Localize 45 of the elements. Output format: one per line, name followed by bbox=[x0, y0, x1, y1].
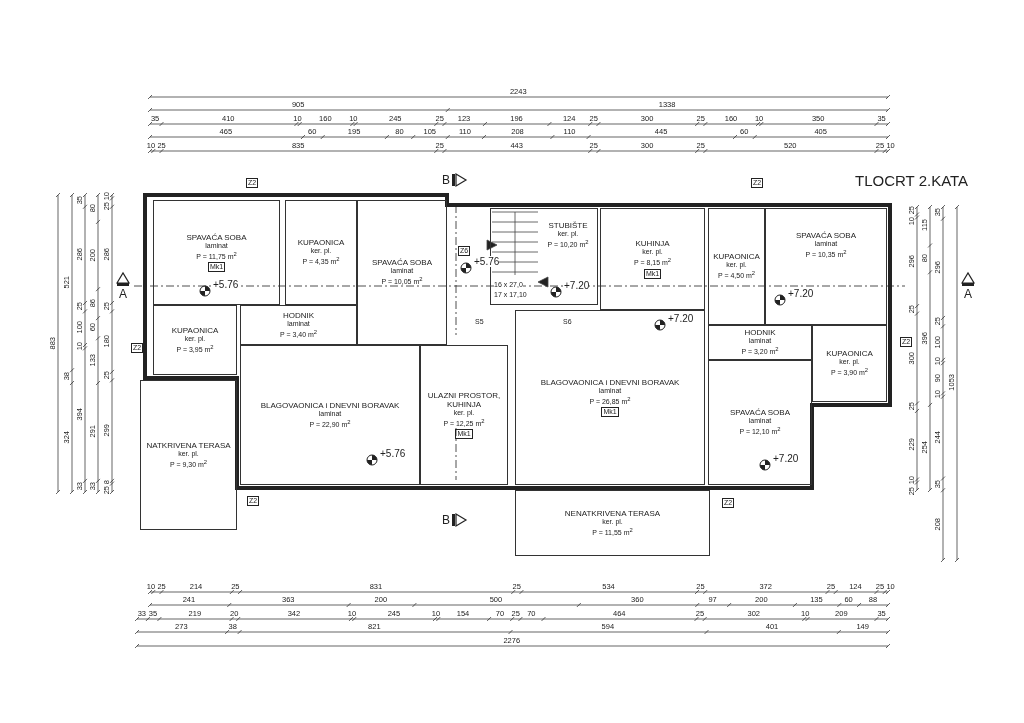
section-letter: A bbox=[964, 287, 972, 301]
level-value: +7.20 bbox=[773, 453, 799, 464]
room-name: STUBIŠTE bbox=[548, 221, 588, 230]
section-letter: B bbox=[442, 513, 450, 527]
room-outline bbox=[708, 208, 765, 325]
room-outline bbox=[708, 360, 812, 485]
room-outline bbox=[420, 345, 508, 485]
section-letter: A bbox=[119, 287, 127, 301]
room-name: SPAVAĆA SOBA bbox=[186, 232, 247, 242]
room-outline bbox=[140, 380, 237, 530]
room-outline bbox=[708, 325, 812, 360]
level-value: +7.20 bbox=[788, 288, 814, 299]
section-letter: B bbox=[442, 173, 450, 187]
room-outline bbox=[153, 305, 237, 375]
room-outline bbox=[357, 200, 447, 345]
room-name: SPAVAĆA SOBA bbox=[372, 258, 432, 268]
room-outline bbox=[765, 208, 887, 325]
room-name: KUHINJA bbox=[635, 239, 670, 249]
room-outline bbox=[515, 490, 710, 556]
room-outline bbox=[240, 345, 420, 485]
room-outline bbox=[285, 200, 357, 305]
plan-title: TLOCRT 2.KATA bbox=[855, 172, 969, 189]
room-name: HODNIK bbox=[744, 328, 776, 338]
level-value: +7.20 bbox=[668, 313, 694, 324]
room-name: KUPAONICA bbox=[297, 238, 345, 248]
room-outline bbox=[812, 325, 887, 402]
room-outline bbox=[240, 305, 357, 345]
room-name: NATKRIVENA TERASA bbox=[146, 440, 231, 450]
room-name: KUPAONICA bbox=[713, 252, 760, 262]
room-name: BLAGOVAONICA i DNEVNI BORAVAK bbox=[540, 377, 680, 387]
level-value: +5.76 bbox=[474, 256, 500, 267]
room-name: SPAVAĆA SOBA bbox=[796, 231, 856, 240]
room-outline bbox=[153, 200, 280, 305]
level-value: +5.76 bbox=[213, 279, 239, 290]
room-name: KUPAONICA bbox=[826, 349, 873, 359]
level-value: +7.20 bbox=[564, 280, 590, 291]
room-outline bbox=[515, 310, 705, 485]
room-name: SPAVAĆA SOBA bbox=[730, 408, 790, 418]
room-name: ULAZNI PROSTOR, KUHINJA bbox=[426, 390, 502, 409]
room-outline bbox=[600, 208, 705, 310]
room-name: KUPAONICA bbox=[171, 325, 219, 335]
room-name: HODNIK bbox=[282, 310, 315, 320]
level-value: +5.76 bbox=[380, 448, 406, 459]
room-name: BLAGOVAONICA i DNEVNI BORAVAK bbox=[260, 400, 400, 410]
room-name: NENATKRIVENA TERASA bbox=[564, 508, 661, 518]
